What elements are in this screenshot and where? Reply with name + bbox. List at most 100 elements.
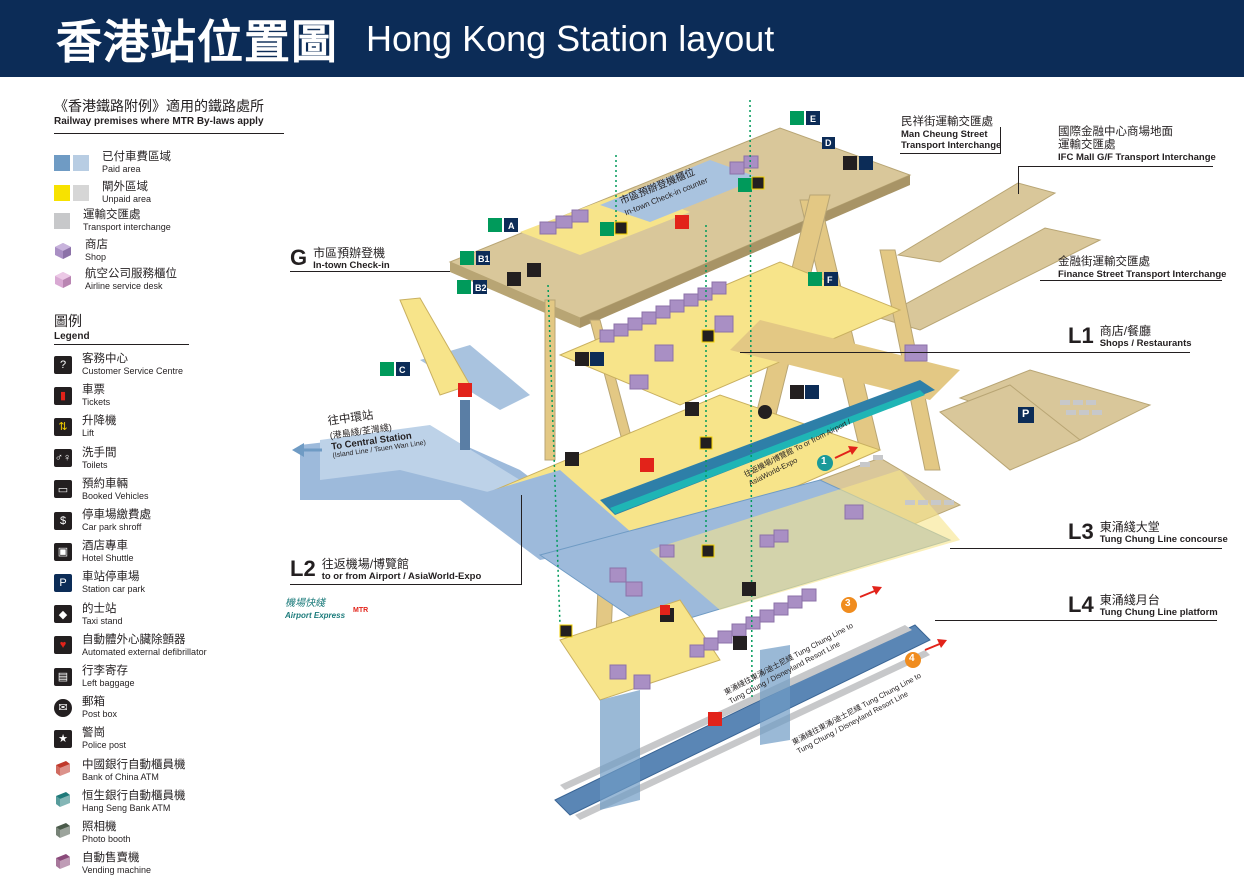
level-en: In-town Check-in [313,260,390,271]
station-map: E A B1 B2 C F [292,99,1152,820]
leader-line [1040,280,1222,281]
legend-label-en: Taxi stand [82,615,123,626]
toilet-icon: ♂♀ [54,449,72,468]
legend-label: 的士站 [82,602,117,615]
paid-swatch [54,154,70,171]
l4-escalator-right [760,645,790,745]
airline-desk-cube-icon [55,271,71,288]
legend-label-en: Photo booth [82,834,131,844]
legend-label: 郵箱 [82,696,105,709]
ann-en: IFC Mall G/F Transport Interchange [1058,152,1216,163]
level-zh: 東涌綫大堂 [1099,520,1160,534]
legend-label: 客務中心 [82,353,128,365]
level-code: L3 [1068,519,1094,544]
platform-1-number: 1 [821,456,827,467]
legend-label-en: Tickets [82,397,111,408]
airport-express-zh: 機場快綫 [285,598,325,609]
post-box-icon: ✉ [54,698,72,717]
facility-icons [458,156,873,726]
left-baggage-icon: ▤ [54,667,72,686]
premises-title: 《香港鐵路附例》適用的鐵路處所 Railway premises where M… [54,96,264,127]
level-en: Tung Chung Line concourse [1099,534,1228,545]
exit-f-label: F [827,275,833,285]
car-park-ramp [939,384,1081,471]
legend-label-en: Shop [85,252,107,262]
legend-label-en: Left baggage [82,678,135,688]
l4-escalator-left [600,690,640,810]
legend-label: 已付車費區域 [102,151,171,163]
man-cheung-interchange-label: 民祥街運輸交匯處 Man Cheung Street Transport Int… [901,116,1001,151]
legend-label: 照相機 [82,821,117,833]
legend-label: 行李寄存 [82,665,128,677]
legend-label-en: Hang Seng Bank ATM [82,802,171,813]
airport-express-en: Airport Express [285,611,346,620]
photo-booth-icon [54,821,72,844]
legend-label-en: Airline service desk [85,281,163,291]
legend-label-en: Toilets [82,459,108,470]
leader-line [1000,127,1001,154]
tung-chung-train-lower [575,650,930,820]
leader-line [950,548,1222,549]
legend-label: 商店 [85,239,108,251]
legend-label: 車站停車場 [82,571,140,584]
level-en: Tung Chung Line platform [1099,607,1218,618]
check-in-counter-zone [600,160,760,222]
leader-line [935,620,1217,621]
premises-title-en: Railway premises where MTR By-laws apply [54,116,264,127]
l3-unpaid-zone [559,599,721,701]
unpaid-grey-swatch [73,184,89,201]
exit-letters: E A B1 B2 C F [399,114,833,375]
walkway-column [460,400,470,450]
shop-cube-icon [55,242,71,259]
level-code: L2 [290,556,316,581]
legend-label-en: Bank of China ATM [82,771,159,782]
legend-label: 運輸交匯處 [83,209,141,221]
legend-label-en: Post box [82,709,118,720]
legend-label: 航空公司服務櫃位 [85,268,177,280]
ann-zh: 國際金融中心商場地面 [1058,126,1173,138]
exit-d-label: D [822,137,835,149]
legend-label-en: Automated external defibrillator [82,646,207,657]
finance-street-interchange-label: 金融街運輸交匯處 Finance Street Transport Interc… [1058,256,1226,280]
exit-a-label: A [508,221,515,231]
level-zh: 往返機場/博覽館 [321,557,410,571]
legend-label: 自動售賣機 [82,852,140,865]
platform-3-number: 3 [845,598,851,609]
level-en: Shops / Restaurants [1099,338,1192,349]
level-zh: 東涌綫月台 [1099,593,1160,607]
car-park-shroff-icon: $ [54,511,72,530]
lift-shaft-lines [547,99,753,701]
police-post-icon: ★ [54,729,72,748]
central-walkway-top [320,425,520,495]
legend-label-en: Booked Vehicles [82,490,149,501]
legend-label: 恒生銀行自動櫃員機 [82,789,186,802]
airport-express-train [610,390,925,514]
ann-zh: 運輸交匯處 [1058,139,1116,151]
legend-label-en: Vending machine [82,865,152,876]
legend-title-en: Legend [54,331,90,342]
